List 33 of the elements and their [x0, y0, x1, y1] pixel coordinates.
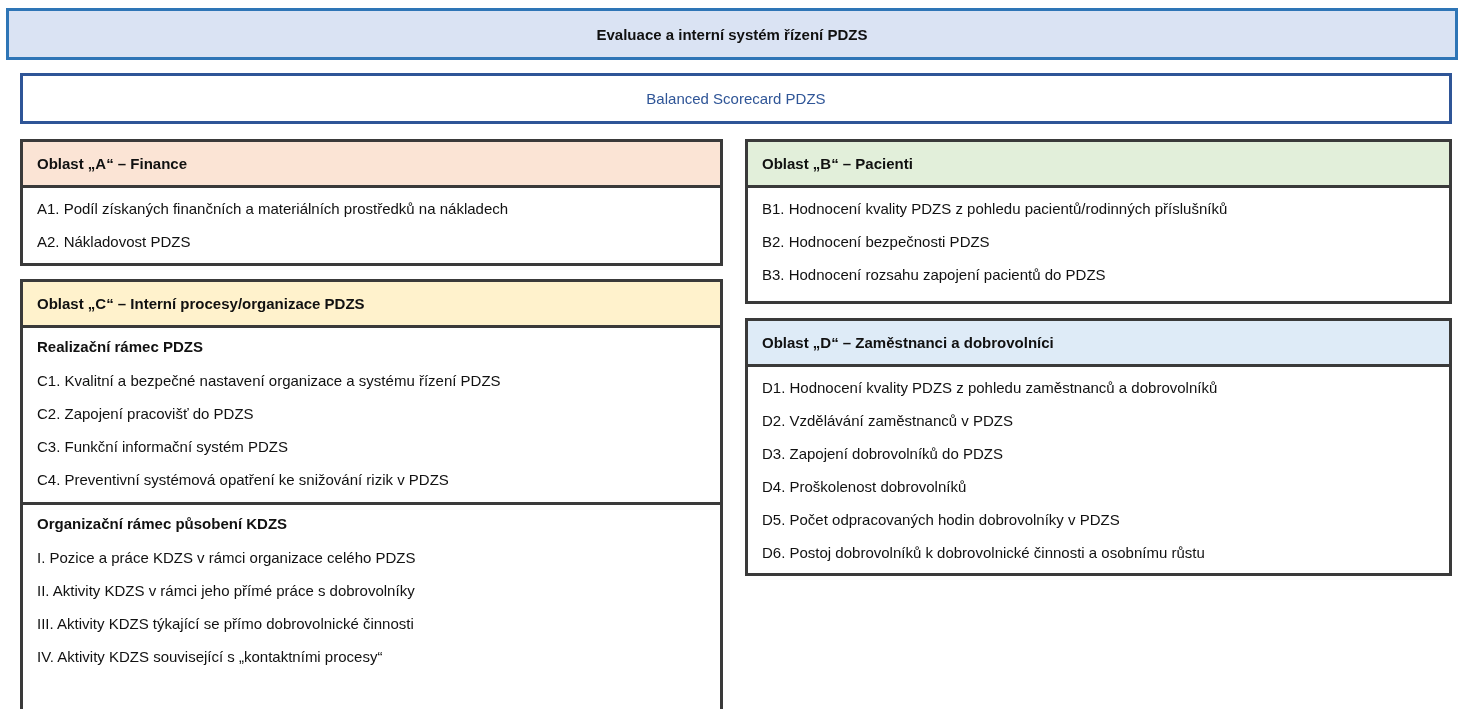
- indicator-text: B3. Hodnocení rozsahu zapojení pacientů do PDZS: [761, 265, 1107, 285]
- indicator-text: D5. Počet odpracovaných hodin dobrovolníky v PDZS: [761, 510, 1121, 530]
- section-heading: Organizační rámec působení KDZS: [36, 514, 289, 534]
- subtitle-banner: [20, 73, 1452, 124]
- banner-text: Balanced Scorecard PDZS: [646, 90, 826, 107]
- indicator-text: II. Aktivity KDZS v rámci jeho přímé práce s dobrovolníky: [36, 581, 416, 601]
- indicator-text: IV. Aktivity KDZS související s „kontaktními procesy“: [36, 647, 384, 667]
- area-panel: [20, 279, 723, 709]
- title-banner: [6, 8, 1458, 60]
- area-panel: [20, 139, 723, 266]
- indicator-text: III. Aktivity KDZS týkající se přímo dobrovolnické činnosti: [36, 614, 415, 634]
- indicator-text: D2. Vzdělávání zaměstnanců v PDZS: [761, 411, 1014, 431]
- area-header: Oblast „D“ – Zaměstnanci a dobrovolníci: [748, 321, 1449, 367]
- indicator-text: D6. Postoj dobrovolníků k dobrovolnické činnosti a osobnímu růstu: [761, 543, 1206, 563]
- area-panel: [745, 318, 1452, 576]
- banner-text: Evaluace a interní systém řízení PDZS: [596, 25, 868, 43]
- indicator-text: C4. Preventivní systémová opatření ke snižování rizik v PDZS: [36, 470, 450, 490]
- indicator-text: B1. Hodnocení kvality PDZS z pohledu pacientů/rodinných příslušníků: [761, 199, 1229, 219]
- indicator-text: D3. Zapojení dobrovolníků do PDZS: [761, 444, 1004, 464]
- indicator-text: B2. Hodnocení bezpečnosti PDZS: [761, 232, 991, 252]
- indicator-text: I. Pozice a práce KDZS v rámci organizace celého PDZS: [36, 548, 417, 568]
- area-header: Oblast „A“ – Finance: [23, 142, 720, 188]
- indicator-text: D4. Proškolenost dobrovolníků: [761, 477, 968, 497]
- indicator-text: A2. Nákladovost PDZS: [36, 232, 192, 252]
- indicator-text: C3. Funkční informační systém PDZS: [36, 437, 289, 457]
- area-header: Oblast „B“ – Pacienti: [748, 142, 1449, 188]
- section-heading: Realizační rámec PDZS: [36, 337, 204, 357]
- indicator-text: C1. Kvalitní a bezpečné nastavení organizace a systému řízení PDZS: [36, 371, 502, 391]
- indicator-text: D1. Hodnocení kvality PDZS z pohledu zaměstnanců a dobrovolníků: [761, 378, 1219, 398]
- area-header: Oblast „C“ – Interní procesy/organizace PDZS: [23, 282, 720, 328]
- area-panel: [745, 139, 1452, 304]
- indicator-text: A1. Podíl získaných finančních a materiálních prostředků na nákladech: [36, 199, 510, 219]
- indicator-text: C2. Zapojení pracovišť do PDZS: [36, 404, 255, 424]
